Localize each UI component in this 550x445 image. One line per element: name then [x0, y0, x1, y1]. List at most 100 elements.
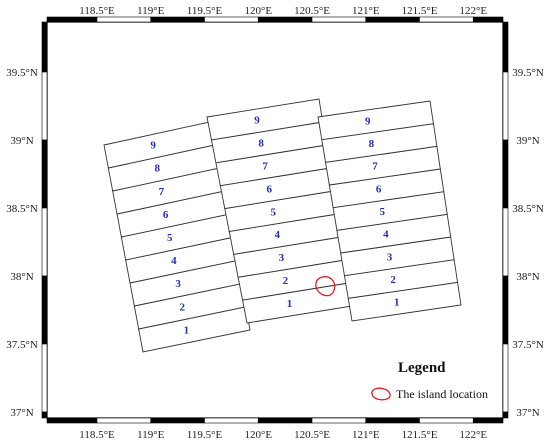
swath-grids: 1 2 3 4 5 6 7 8 9 1 2 3 4 5 6 7 8 9 1 2 3 4 5 6 7 8 9 [103, 98, 462, 353]
lat-label-left: 38°N [10, 271, 33, 283]
lat-label-left: 39.5°N [6, 67, 38, 79]
frame-bar-segment [46, 417, 98, 424]
swath-cell-number: 5 [167, 232, 173, 244]
frame-bar-segment [41, 411, 48, 419]
lat-label-left: 39°N [10, 135, 33, 147]
frame-bar-segment [502, 21, 509, 73]
right-latitude-labels: 39.5°N 39°N 38.5°N 38°N 37.5°N 37°N [512, 67, 544, 419]
lon-label-bottom: 120.5°E [294, 429, 330, 441]
swath-cell-number: 3 [175, 278, 181, 290]
frame-bar-segment [41, 21, 48, 73]
bottom-longitude-labels: 118.5°E 119°E 119.5°E 120°E 120.5°E 121°… [79, 429, 487, 441]
lon-label-bottom: 120°E [244, 429, 272, 441]
lon-label-top: 120.5°E [294, 5, 330, 17]
swath-cell-number: 9 [150, 140, 156, 152]
lat-label-right: 38.5°N [512, 203, 544, 215]
lat-label-left: 37°N [10, 407, 33, 419]
swath-cell-number: 2 [390, 274, 396, 286]
top-longitude-labels: 118.5°E 119°E 119.5°E 120°E 120.5°E 121°… [79, 5, 487, 17]
swath-cell-number: 4 [383, 229, 389, 241]
frame-bar-segment [311, 16, 367, 23]
frame-bar-segment [502, 71, 509, 141]
frame-bar-segment [46, 16, 98, 23]
frame-bar-segment [472, 16, 504, 23]
swath-cell-number: 1 [394, 297, 400, 309]
lon-label-bottom: 119°E [137, 429, 164, 441]
legend: Legend The island location [371, 360, 488, 401]
frame-bar-segment [41, 207, 48, 277]
lat-label-right: 37°N [516, 407, 539, 419]
frame-bar-segment [204, 16, 259, 23]
lat-label-left: 37.5°N [6, 339, 38, 351]
frame-bar-segment [502, 411, 509, 419]
swath-cell-number: 3 [387, 251, 393, 263]
swath-cell-number: 6 [163, 209, 169, 221]
lon-label-bottom: 118.5°E [79, 429, 115, 441]
swath-left: 1 2 3 4 5 6 7 8 9 [103, 120, 251, 353]
frame-scale-bars [41, 16, 509, 424]
frame-bar-segment [502, 139, 509, 209]
frame-bar-segment [96, 16, 152, 23]
lon-label-bottom: 119.5°E [187, 429, 223, 441]
frame-bar-segment [365, 417, 420, 424]
lon-label-top: 119.5°E [187, 5, 223, 17]
lon-label-bottom: 121°E [352, 429, 380, 441]
swath-cell-number: 7 [159, 186, 165, 198]
frame-bar-segment [150, 16, 205, 23]
swath-cell-number: 9 [365, 115, 371, 127]
lon-label-top: 120°E [244, 5, 272, 17]
lon-label-top: 118.5°E [79, 5, 115, 17]
frame-bar-segment [365, 16, 420, 23]
frame-bar-segment [502, 343, 509, 413]
frame-bar-segment [311, 417, 367, 424]
swath-cell-number: 5 [271, 206, 277, 218]
legend-title: Legend [398, 360, 446, 376]
swath-cell-number: 8 [258, 137, 264, 149]
swath-cell-number: 6 [266, 183, 272, 195]
swath-cell [317, 100, 434, 141]
frame-bar-segment [96, 417, 152, 424]
lat-label-left: 38.5°N [6, 203, 38, 215]
lon-label-top: 121°E [352, 5, 380, 17]
frame-bar-segment [419, 16, 474, 23]
swath-cell-number: 7 [262, 160, 268, 172]
left-latitude-labels: 39.5°N 39°N 38.5°N 38°N 37.5°N 37°N [6, 67, 38, 419]
swath-cell-number: 1 [287, 298, 293, 310]
frame-bar-segment [257, 16, 313, 23]
lat-label-right: 38°N [516, 271, 539, 283]
swath-cell-number: 5 [380, 206, 386, 218]
swath-cell-number: 2 [180, 301, 186, 313]
swath-cell-number: 8 [155, 163, 161, 175]
swath-cell-number: 4 [171, 255, 177, 267]
legend-island-icon [371, 387, 391, 401]
swath-cell-number: 2 [283, 275, 289, 287]
frame-bar-segment [150, 417, 205, 424]
swath-middle: 1 2 3 4 5 6 7 8 9 [206, 98, 353, 324]
swath-cell-number: 3 [279, 252, 285, 264]
swath-cell-number: 8 [369, 138, 375, 150]
swath-cell-number: 4 [275, 229, 281, 241]
frame-bar-segment [419, 417, 474, 424]
legend-item-label: The island location [396, 387, 488, 401]
lat-label-right: 39°N [516, 135, 539, 147]
swath-cell-number: 9 [254, 114, 260, 126]
island-outline [315, 276, 336, 297]
frame-bar-segment [502, 275, 509, 345]
lon-label-top: 119°E [137, 5, 164, 17]
frame-bar-segment [502, 207, 509, 277]
frame-bar-segment [41, 71, 48, 141]
lon-label-bottom: 121.5°E [402, 429, 438, 441]
frame-bar-segment [257, 417, 313, 424]
frame-bar-segment [41, 343, 48, 413]
frame-bar-segment [41, 139, 48, 209]
lat-label-right: 37.5°N [512, 339, 544, 351]
swath-cell-number: 1 [184, 324, 190, 336]
swath-cell-number: 7 [372, 161, 378, 173]
lon-label-top: 122°E [459, 5, 487, 17]
swath-right: 1 2 3 4 5 6 7 8 9 [317, 100, 462, 322]
lat-label-right: 39.5°N [512, 67, 544, 79]
swath-cell-number: 6 [376, 183, 382, 195]
frame-bar-segment [204, 417, 259, 424]
frame-bar-segment [472, 417, 504, 424]
